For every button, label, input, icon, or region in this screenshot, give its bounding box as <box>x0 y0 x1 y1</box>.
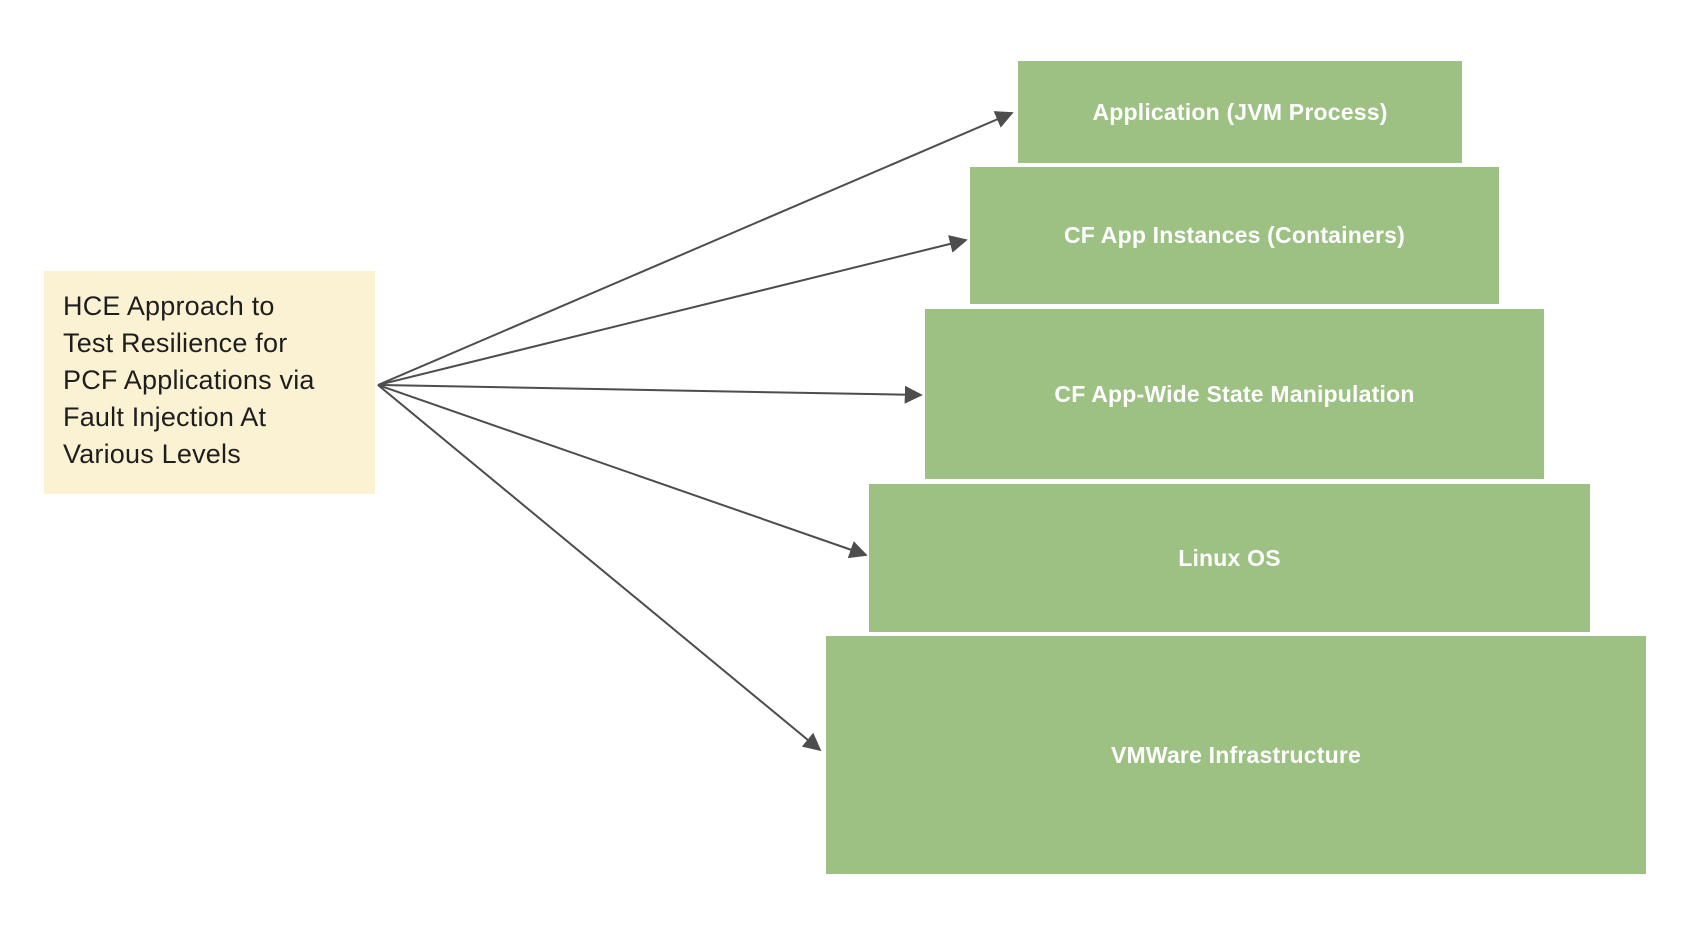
level-box: Linux OS <box>869 484 1590 632</box>
level-box: VMWare Infrastructure <box>826 636 1646 874</box>
note-line: Various Levels <box>63 439 241 469</box>
arrow <box>377 384 868 559</box>
arrow <box>377 111 1014 386</box>
note-line: Test Resilience for <box>63 328 288 358</box>
level-box: CF App Instances (Containers) <box>970 167 1499 304</box>
note-line: PCF Applications via <box>63 365 315 395</box>
level-box: Application (JVM Process) <box>1018 61 1462 163</box>
arrow <box>377 384 923 404</box>
level-label: Application (JVM Process) <box>1092 98 1388 125</box>
level-label: VMWare Infrastructure <box>1110 741 1361 768</box>
arrow <box>377 384 822 752</box>
level-label: CF App Instances (Containers) <box>1063 222 1406 248</box>
note-line: HCE Approach to <box>63 291 275 321</box>
arrow <box>377 235 968 386</box>
level-label: Linux OS <box>1178 544 1281 571</box>
level-box: CF App-Wide State Manipulation <box>925 309 1544 479</box>
level-label: CF App-Wide State Manipulation <box>1054 380 1415 407</box>
note-line: Fault Injection At <box>63 402 267 432</box>
